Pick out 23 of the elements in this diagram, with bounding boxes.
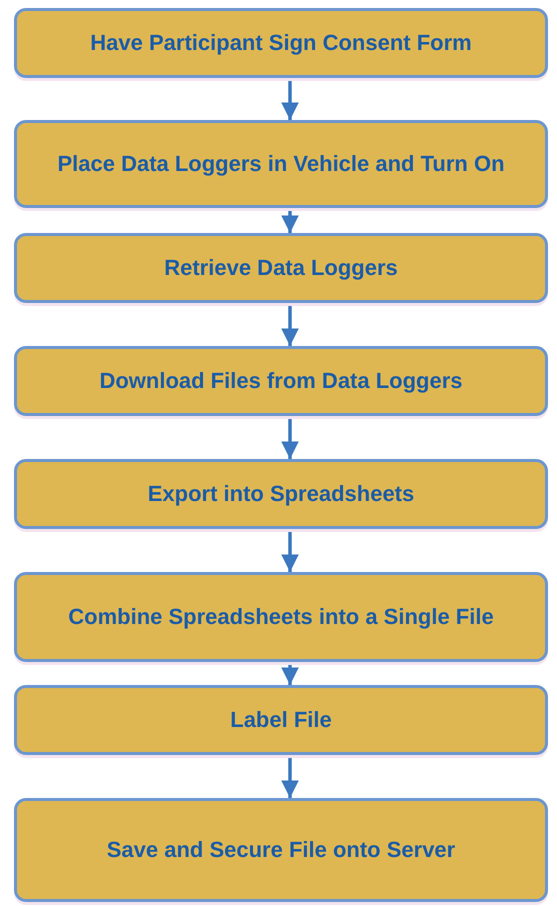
- arrow: [281, 664, 299, 685]
- arrow: [281, 80, 299, 120]
- process-box: [14, 572, 548, 662]
- process-box: [14, 459, 548, 529]
- step-text: Label File: [230, 706, 332, 734]
- step-text: Place Data Loggers in Vehicle and Turn On: [57, 150, 505, 178]
- process-box: [14, 798, 548, 902]
- arrow: [281, 305, 299, 346]
- step-text: Export into Spreadsheets: [148, 480, 414, 508]
- process-box: [14, 346, 548, 416]
- process-box: [14, 233, 548, 303]
- step-text: Save and Secure File onto Server: [106, 836, 456, 864]
- process-box: [14, 120, 548, 208]
- step-text: Combine Spreadsheets into a Single File: [68, 604, 494, 630]
- arrow: [281, 418, 299, 459]
- arrow: [281, 210, 299, 233]
- step-text: Download Files from Data Loggers: [99, 368, 463, 394]
- arrow: [281, 757, 299, 798]
- arrow: [281, 531, 299, 572]
- process-box: [14, 8, 548, 78]
- process-box: [14, 685, 548, 755]
- step-text: Retrieve Data Loggers: [164, 254, 398, 282]
- step-text: Have Participant Sign Consent Form: [90, 30, 472, 56]
